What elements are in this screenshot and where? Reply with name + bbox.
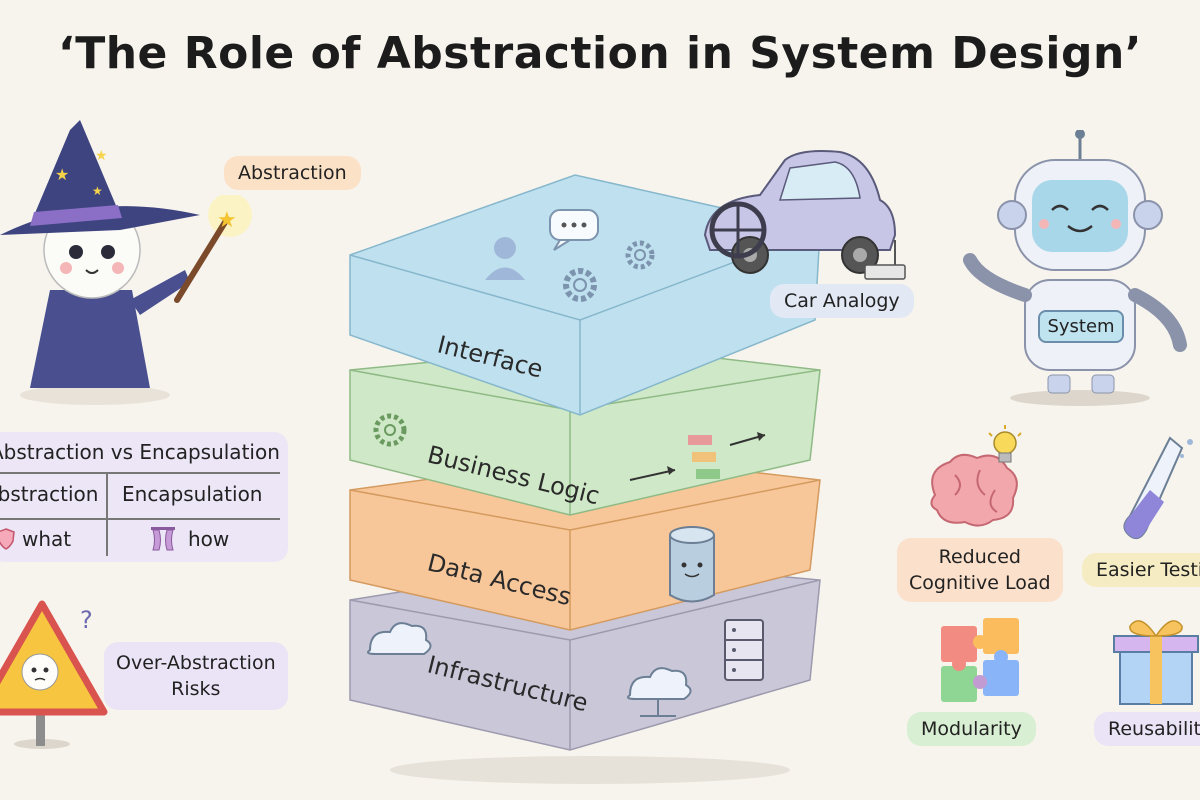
shield-icon	[0, 528, 15, 550]
lightbulb-icon	[988, 425, 1022, 463]
gear-icon	[563, 268, 597, 302]
svg-text:★: ★	[55, 165, 69, 184]
chat-bubble-icon	[549, 209, 599, 251]
gear-icon	[373, 413, 407, 447]
over-abstraction-line2: Risks	[171, 678, 221, 700]
magic-wand-icon: ★	[174, 195, 252, 303]
benefit-line1: Reduced	[938, 546, 1021, 568]
svg-text:?: ?	[80, 606, 93, 634]
table-divider	[0, 472, 280, 474]
layer-stack	[349, 174, 821, 784]
over-abstraction-line1: Over-Abstraction	[116, 652, 276, 674]
warning-sign-icon: ?	[0, 600, 108, 749]
cloud-icon	[367, 622, 432, 655]
comparison-table: Abstraction vs Encapsulation	[0, 432, 288, 562]
column-divider	[106, 472, 108, 556]
over-abstraction-risks: Over-Abstraction Risks	[104, 642, 288, 710]
puzzle-icon	[941, 618, 1019, 702]
benefit-reduced-cognitive-load: Reduced Cognitive Load	[897, 538, 1063, 602]
column-abstraction: Abstraction	[0, 482, 99, 506]
table-divider	[0, 518, 280, 520]
car-icon	[703, 150, 906, 280]
comparison-heading: Abstraction vs Encapsulation	[0, 440, 280, 464]
abstraction-label: Abstraction	[224, 156, 361, 190]
benefit-easier-testing: Easier Testing	[1082, 553, 1200, 587]
comparison-table-overlay: Abstraction Encapsulation what how	[0, 432, 288, 562]
car-analogy-label: Car Analogy	[770, 284, 914, 318]
benefit-reusability: Reusability	[1094, 712, 1200, 746]
svg-text:★: ★	[217, 208, 237, 233]
cloud-icon	[627, 667, 692, 717]
column-encapsulation: Encapsulation	[122, 482, 263, 506]
gear-icon	[625, 240, 655, 270]
database-icon	[669, 526, 715, 603]
value-what: what	[22, 527, 72, 551]
test-tube-icon	[1123, 436, 1193, 540]
system-badge: System	[1038, 310, 1124, 343]
value-how: how	[188, 527, 230, 551]
svg-text:★: ★	[92, 184, 103, 198]
wizard-icon: ★ ★ ★	[0, 120, 200, 405]
gift-icon	[1113, 620, 1199, 705]
brain-icon	[930, 453, 1018, 527]
flow-diagram-icon	[629, 432, 766, 481]
svg-text:★: ★	[95, 148, 108, 164]
benefit-modularity: Modularity	[907, 712, 1036, 746]
page-title: ‘The Role of Abstraction in System Desig…	[58, 28, 1142, 79]
server-icon	[724, 619, 764, 681]
benefit-line2: Cognitive Load	[909, 572, 1051, 594]
curtain-icon	[151, 527, 175, 551]
user-icon	[485, 237, 525, 280]
robot-icon	[963, 130, 1187, 406]
